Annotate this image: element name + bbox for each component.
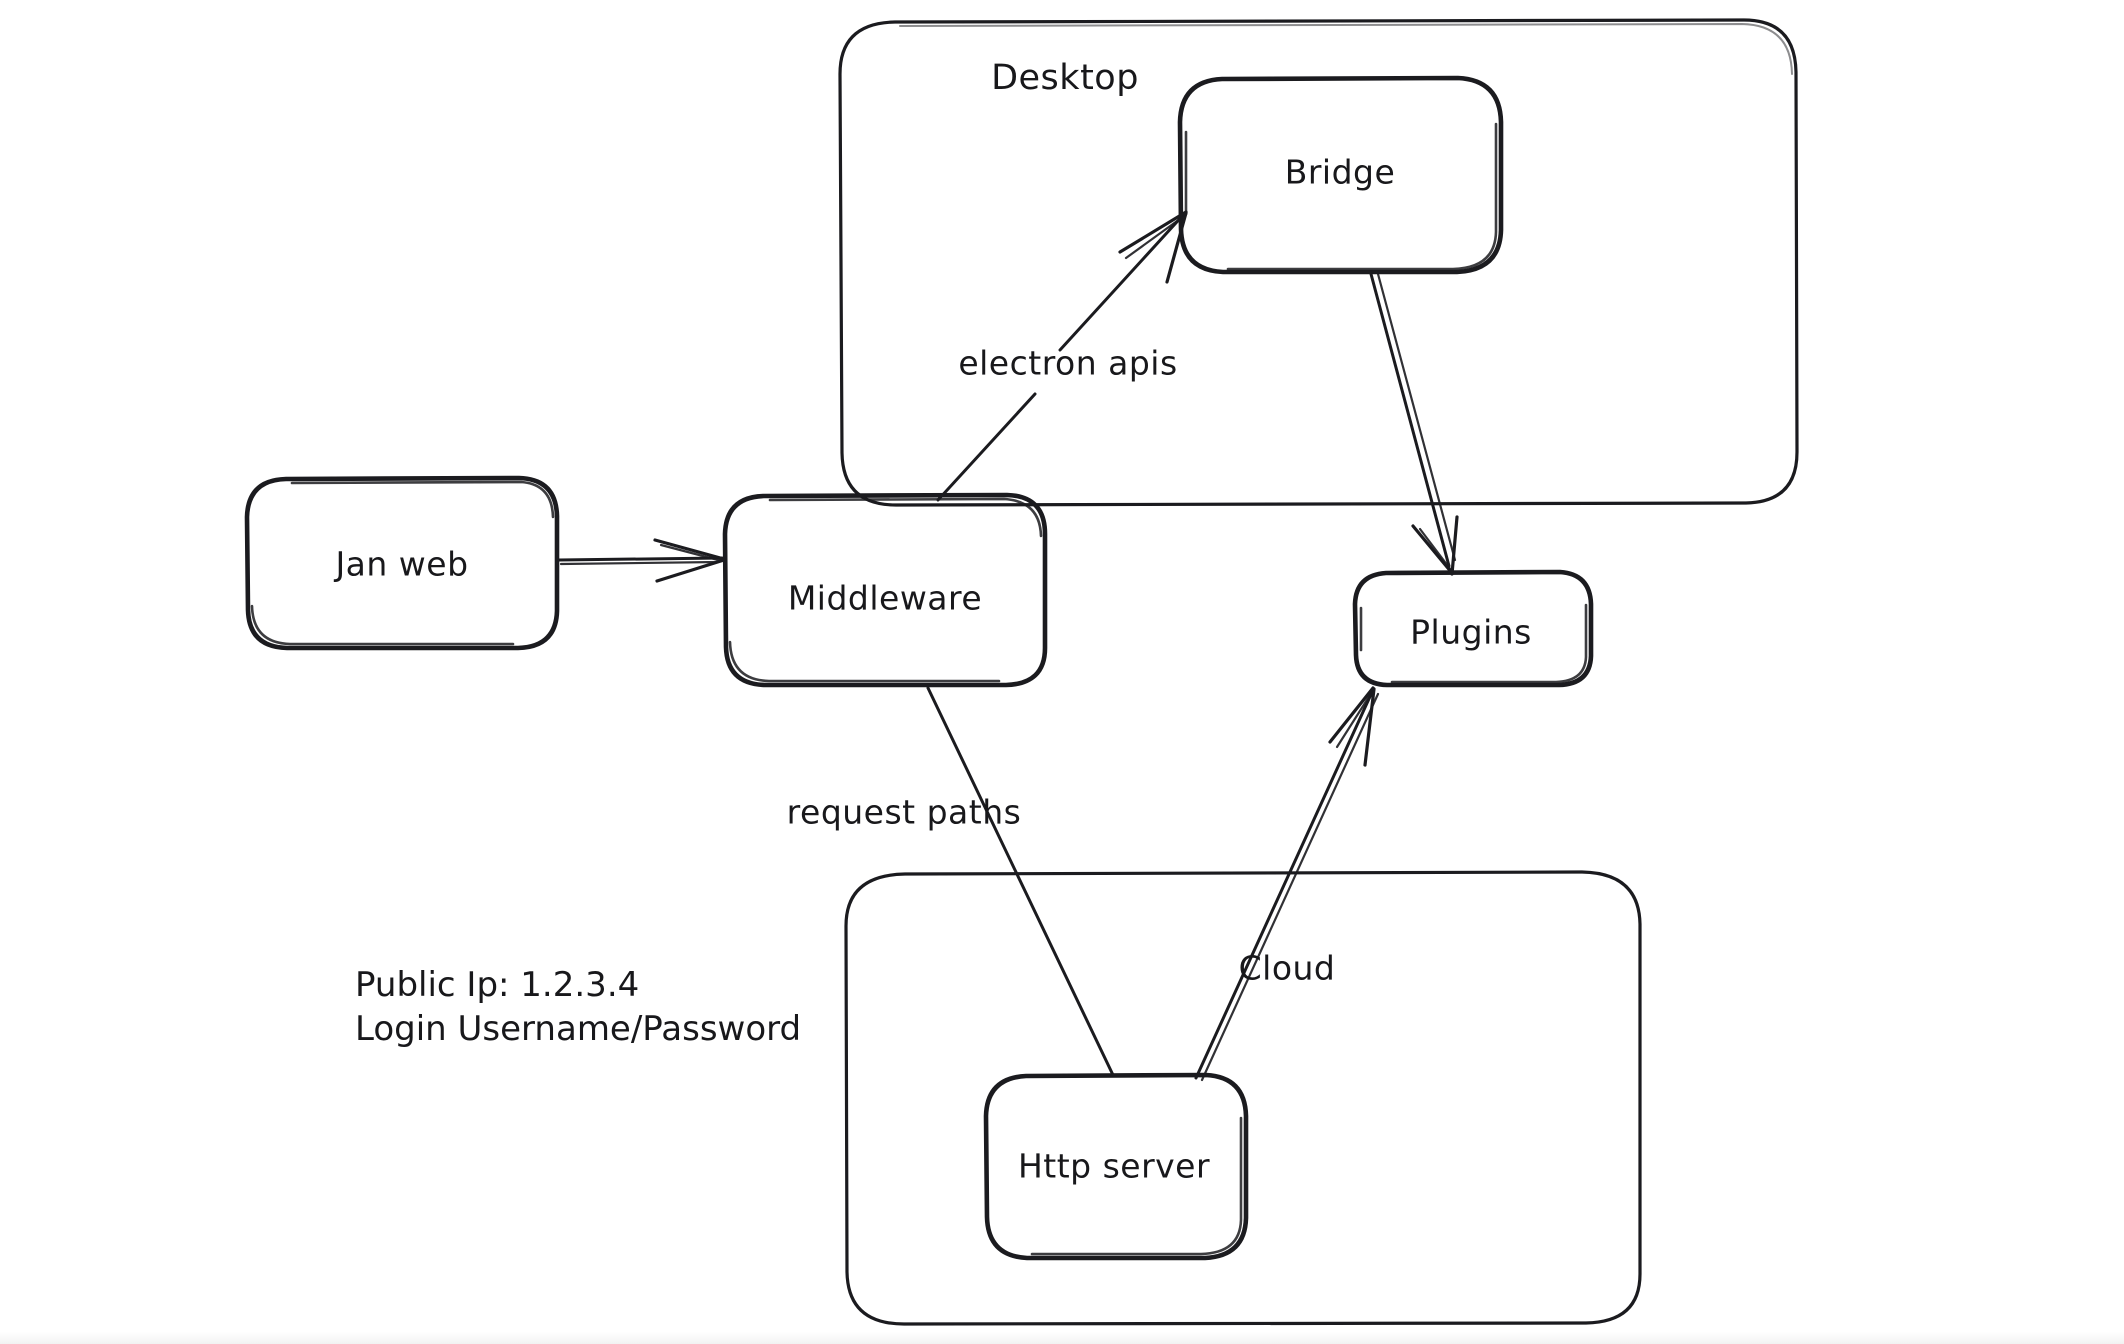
node-label-bridge: Bridge <box>1284 152 1396 192</box>
edge-bridge-to-plugins <box>1369 272 1459 576</box>
node-bridge-outline <box>1177 75 1504 275</box>
bottom-edge-fade <box>0 1332 2124 1344</box>
public-ip-note: Public Ip: 1.2.3.4 <box>355 965 640 1005</box>
node-plugins-outline <box>1352 569 1594 688</box>
node-label-http-server: Http server <box>1017 1146 1211 1186</box>
credentials-note: Public Ip: 1.2.3.4 Login Username/Passwo… <box>355 964 801 1051</box>
group-desktop-outline <box>838 18 1799 507</box>
node-label-middleware: Middleware <box>787 578 983 618</box>
group-cloud-outline <box>844 870 1642 1326</box>
edge-middleware-to-http-server <box>926 686 1115 1077</box>
node-jan-web-outline <box>244 475 560 651</box>
node-http-server-outline <box>983 1072 1249 1261</box>
node-label-jan-web: Jan web <box>335 544 469 584</box>
group-label-desktop: Desktop <box>991 58 1139 98</box>
edge-label-electron-apis: electron apis <box>958 343 1178 383</box>
edge-jan-web-to-middleware <box>557 538 726 583</box>
edge-http-server-to-plugins <box>1194 686 1380 1082</box>
login-note: Login Username/Password <box>355 1008 802 1049</box>
edge-label-cloud: Cloud <box>1238 948 1336 988</box>
node-label-plugins: Plugins <box>1410 612 1532 652</box>
node-middleware-outline <box>722 492 1048 688</box>
edge-middleware-to-bridge <box>936 210 1188 502</box>
edge-label-request-paths: request paths <box>786 792 1022 832</box>
